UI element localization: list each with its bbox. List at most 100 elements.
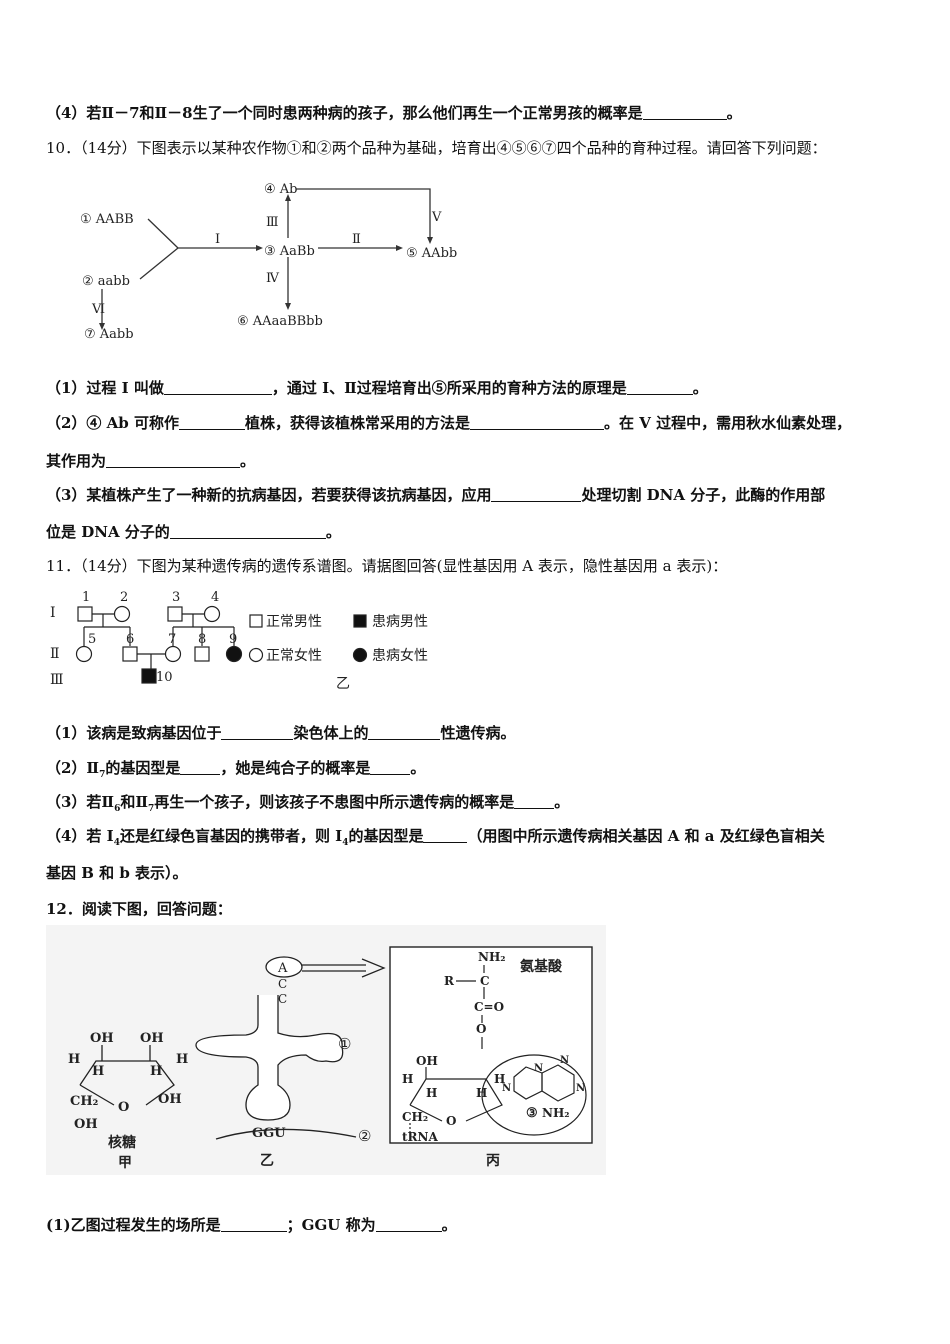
svg-text:H: H: [68, 1052, 80, 1067]
answer-blank[interactable]: [106, 451, 241, 468]
process-label-5: Ⅴ: [431, 210, 442, 225]
answer-blank[interactable]: [370, 758, 411, 775]
answer-blank[interactable]: [491, 485, 582, 502]
individual-II8: [194, 646, 210, 662]
legend-affected-male: 患病男性: [372, 614, 428, 630]
id-2: 2: [120, 590, 128, 605]
answer-blank[interactable]: [179, 413, 246, 430]
process-label-1: Ⅰ: [215, 232, 220, 247]
svg-text:H: H: [494, 1072, 505, 1086]
q11-part3: （3）若Ⅱ6和Ⅱ7再生一个孩子，则该孩子不患图中所示遗传病的概率是。: [46, 792, 570, 814]
svg-text:C=O: C=O: [474, 1000, 504, 1014]
node-6: ⑥ AAaaBBbb: [237, 314, 323, 329]
svg-text:N: N: [576, 1083, 585, 1094]
pedigree-caption: 乙: [336, 676, 350, 692]
svg-text:OH: OH: [74, 1117, 98, 1132]
legend-normal-female: 正常女性: [266, 647, 322, 664]
q11-part4: （4）若 I4还是红绿色盲基因的携带者，则 I4的基因型是（用图中所示遗传病相关…: [46, 826, 825, 848]
figure-yi-label: 乙: [260, 1153, 274, 1169]
node-5: ⑤ AAbb: [406, 246, 457, 261]
svg-text:N: N: [560, 1055, 569, 1066]
answer-blank[interactable]: [375, 1215, 442, 1232]
q12-stem: 12．阅读下图，回答问题：: [46, 900, 232, 918]
process-label-4: Ⅳ: [266, 271, 280, 286]
trna-figure: OH OH H H H H CH₂ O OH OH 核糖 甲 A C C ① G…: [46, 925, 606, 1175]
legend-affected-female: 患病女性: [372, 647, 428, 664]
svg-text:CH₂: CH₂: [70, 1094, 98, 1109]
individual-I4: [203, 605, 221, 623]
svg-text:H: H: [402, 1072, 413, 1086]
svg-text:NH₂: NH₂: [478, 950, 506, 964]
id-4: 4: [211, 590, 219, 605]
q11-part1: （1）该病是致病基因位于染色体上的性遗传病。: [46, 723, 516, 742]
legend-affected-male-icon: [353, 614, 367, 628]
individual-II5: [75, 645, 93, 663]
svg-text:H: H: [176, 1052, 188, 1067]
q10-stem: 10．（14分）下图表示以某种农作物①和②两个品种为基础，培育出④⑤⑥⑦四个品种…: [46, 139, 827, 157]
svg-text:O: O: [118, 1100, 129, 1115]
svg-text:R: R: [444, 974, 455, 988]
individual-I2: [113, 605, 131, 623]
answer-blank[interactable]: [470, 413, 605, 430]
q11-part2: （2）Ⅱ7的基因型是，她是纯合子的概率是。: [46, 758, 426, 780]
individual-I3: [167, 606, 183, 622]
q12-part1: (1)乙图过程发生的场所是；GGU 称为。: [46, 1215, 457, 1234]
acceptor-c1: C: [278, 977, 287, 991]
q9-part4: （4）若Ⅱ－7和Ⅱ－8生了一个同时患两种病的孩子，那么他们再生一个正常男孩的概率…: [46, 103, 742, 122]
generation-2-label: Ⅱ: [50, 646, 60, 662]
answer-blank[interactable]: [626, 378, 693, 395]
marker-3: ③: [526, 1106, 538, 1121]
answer-blank[interactable]: [163, 378, 272, 395]
legend-normal-male: 正常男性: [266, 614, 322, 630]
svg-text:OH: OH: [140, 1031, 164, 1046]
q11-part4-cont: 基因 B 和 b 表示）。: [46, 864, 188, 882]
anticodon-ggu: GGU: [252, 1126, 286, 1141]
process-label-6: Ⅵ: [91, 302, 105, 317]
individual-II6: [122, 646, 138, 662]
q10-part3: （3）某植株产生了一种新的抗病基因，若要获得该抗病基因，应用处理切割 DNA 分…: [46, 485, 826, 504]
svg-text:H: H: [92, 1064, 104, 1079]
svg-text:C: C: [480, 974, 490, 988]
figure-jia-label: 甲: [118, 1155, 132, 1171]
id-5: 5: [88, 632, 96, 647]
node-3: ③ AaBb: [264, 244, 315, 259]
q10-part1: （1）过程 I 叫做，通过 I、Ⅱ过程培育出⑤所采用的育种方法的原理是。: [46, 378, 708, 397]
answer-blank[interactable]: [220, 1215, 287, 1232]
process-label-2: Ⅱ: [352, 232, 361, 247]
answer-blank[interactable]: [221, 723, 294, 740]
breeding-diagram: ① AABB ② aabb ④ Ab ③ AaBb ⑤ AAbb ⑥ AAaaB…: [80, 182, 457, 342]
svg-text:H: H: [150, 1064, 162, 1079]
q11-stem: 11．（14分）下图为某种遗传病的遗传系谱图。请据图回答(显性基因用 A 表示，…: [46, 557, 728, 575]
answer-blank[interactable]: [368, 723, 441, 740]
answer-blank[interactable]: [180, 758, 221, 775]
id-3: 3: [172, 590, 180, 605]
node-7: ⑦ Aabb: [84, 327, 134, 342]
svg-text:OH: OH: [90, 1031, 114, 1046]
ribose-label: 核糖: [108, 1134, 136, 1151]
q10-part2: （2）④ Ab 可称作植株，获得该植株常采用的方法是。在 V 过程中，需用秋水仙…: [46, 413, 852, 432]
svg-text:N: N: [502, 1083, 511, 1094]
svg-text:OH: OH: [416, 1054, 438, 1068]
svg-text:CH₂: CH₂: [402, 1110, 428, 1124]
node-2: ② aabb: [82, 274, 130, 289]
id-10: 10: [156, 670, 173, 685]
amino-acid-label: 氨基酸: [520, 958, 563, 975]
answer-blank[interactable]: [423, 826, 468, 843]
individual-II7: [164, 645, 182, 663]
figure-bing-label: 丙: [486, 1153, 500, 1169]
marker-1: ①: [338, 1035, 351, 1053]
ribose-structure: OH OH H H H H CH₂ O OH OH: [68, 1031, 188, 1132]
answer-blank[interactable]: [514, 792, 555, 809]
pedigree-chart: Ⅰ Ⅱ Ⅲ 1 2 3 4 5 6 7 8 9 10: [50, 590, 428, 692]
individual-I1: [77, 606, 93, 622]
generation-1-label: Ⅰ: [50, 605, 56, 621]
id-7: 7: [168, 632, 176, 647]
answer-blank[interactable]: [642, 103, 727, 120]
diagram-arrows: [101, 188, 431, 323]
svg-text:H: H: [426, 1086, 437, 1100]
q10-part3-cont: 位是 DNA 分子的。: [46, 522, 341, 541]
answer-blank[interactable]: [169, 522, 326, 539]
svg-text:O: O: [476, 1022, 486, 1036]
svg-text:N: N: [534, 1063, 543, 1074]
q10-part2-cont: 其作用为。: [46, 451, 256, 470]
